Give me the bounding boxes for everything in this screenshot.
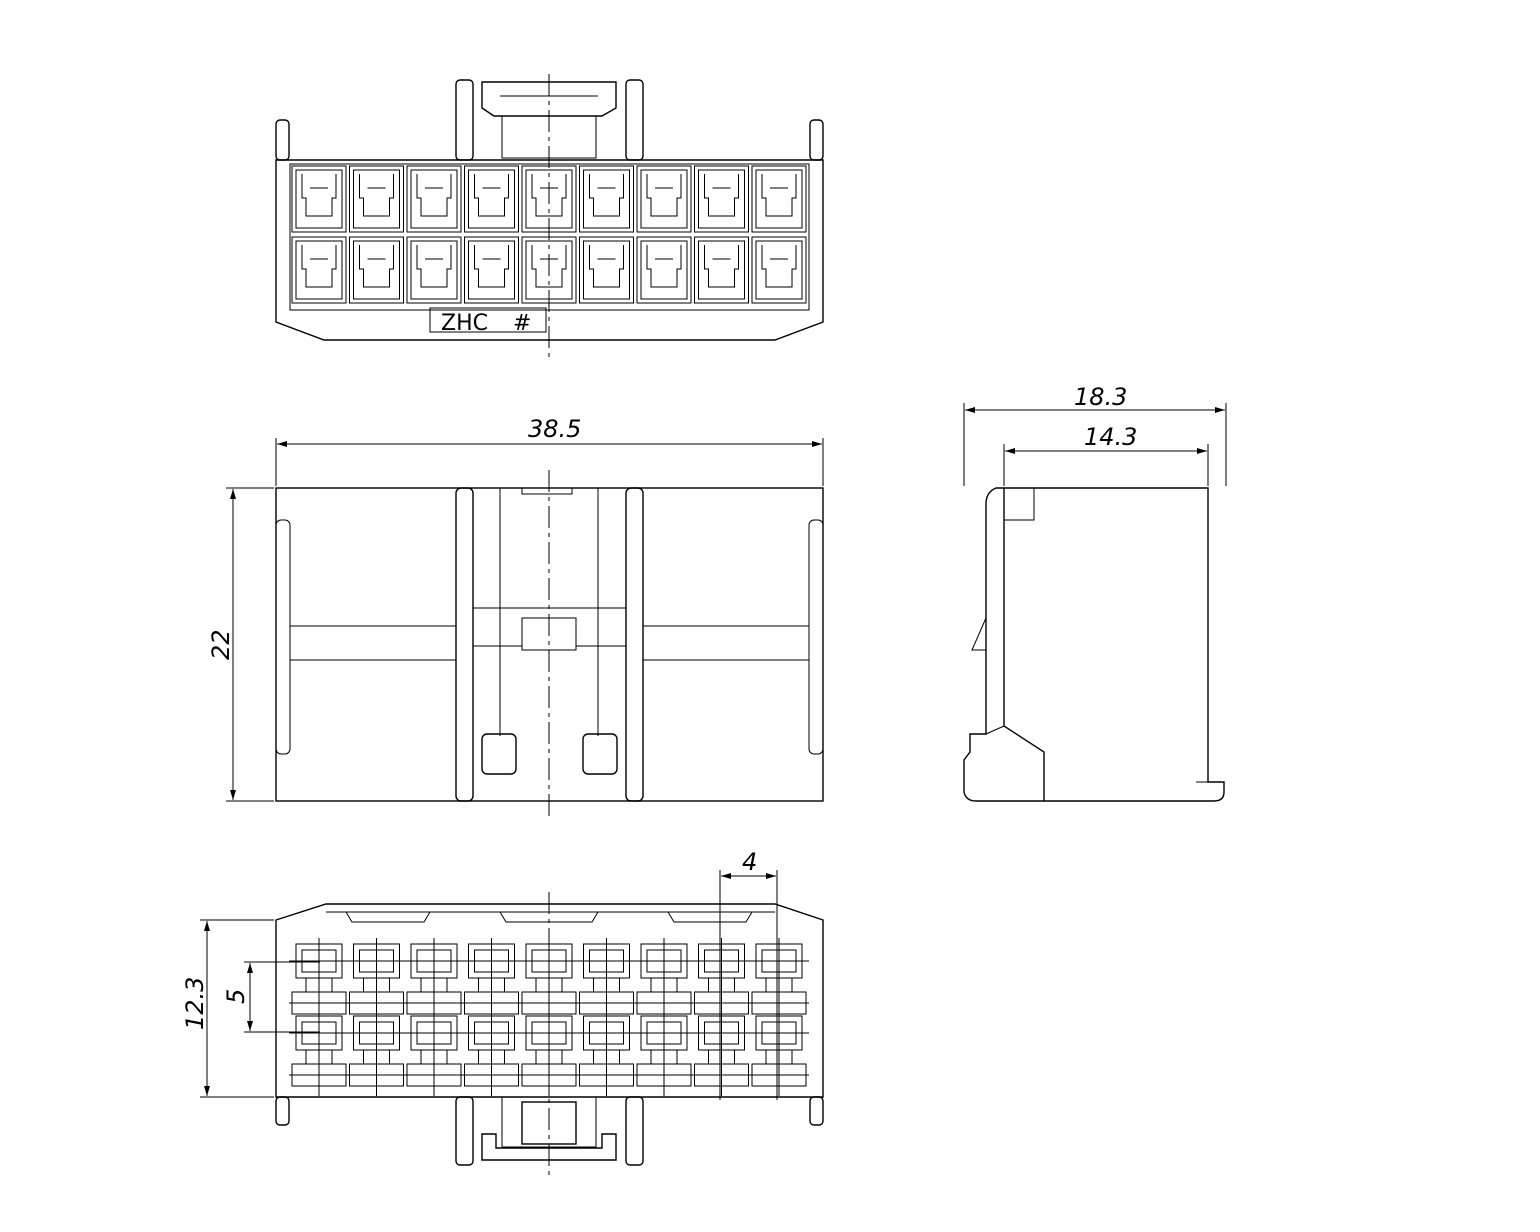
top-view: ZHC # (275, 74, 824, 360)
height-label: 22 (207, 629, 235, 660)
bottom-pin-cavity (691, 938, 752, 1024)
bottom-pin-cavity (749, 938, 809, 1024)
pitch-dimension: 4 (719, 848, 778, 1100)
top-pin-cavity (751, 236, 807, 304)
bottom-pin-cavity (634, 938, 694, 1024)
maker-marking: ZHC (441, 311, 488, 336)
width-dimension: 38.5 (275, 415, 824, 486)
top-pin-cavity (694, 165, 749, 233)
bottom-pin-cavity (634, 1010, 694, 1096)
width-label: 38.5 (528, 415, 581, 443)
depth-total-label: 18.3 (1074, 383, 1127, 411)
bottom-pin-cavity (346, 1010, 407, 1096)
bottom-pin-cavity (691, 1010, 752, 1096)
top-pin-cavity (291, 165, 347, 233)
bottom-pin-cavity (461, 938, 522, 1024)
mating-height-dimension: 12.3 (181, 919, 274, 1098)
top-pin-cavity (406, 236, 462, 304)
top-pin-cavity (579, 165, 634, 233)
front-view (275, 470, 824, 820)
row-pitch-dimension: 5 (222, 961, 320, 1033)
top-pin-cavity (636, 236, 692, 304)
bottom-view-pin-cavities (289, 938, 809, 1096)
top-pin-cavity (579, 236, 634, 304)
top-pin-cavity (464, 236, 519, 304)
bottom-pin-cavity (289, 1010, 349, 1096)
bottom-pin-cavity (289, 938, 349, 1024)
top-view-pin-cavities (291, 165, 807, 304)
height-dimension: 22 (207, 487, 274, 802)
bottom-pin-cavity (576, 1010, 637, 1096)
top-pin-cavity (751, 165, 807, 233)
bottom-pin-cavity (404, 1010, 464, 1096)
top-pin-cavity (291, 236, 347, 304)
bottom-pin-cavity (749, 1010, 809, 1096)
depth-inner-label: 14.3 (1084, 423, 1137, 451)
top-pin-cavity (406, 165, 462, 233)
bottom-pin-cavity (346, 938, 407, 1024)
bottom-view (275, 892, 824, 1176)
bottom-pin-cavity (404, 938, 464, 1024)
row-pitch-label: 5 (222, 989, 250, 1004)
pitch-label: 4 (742, 848, 757, 876)
symbol-marking: # (513, 311, 531, 336)
top-pin-cavity (464, 165, 519, 233)
side-view (963, 487, 1225, 802)
top-pin-cavity (636, 165, 692, 233)
top-pin-cavity (349, 165, 404, 233)
depth-dimensions: 18.3 14.3 (963, 383, 1227, 486)
mating-height-label: 12.3 (181, 977, 209, 1030)
top-pin-cavity (349, 236, 404, 304)
bottom-pin-cavity (461, 1010, 522, 1096)
top-pin-cavity (694, 236, 749, 304)
